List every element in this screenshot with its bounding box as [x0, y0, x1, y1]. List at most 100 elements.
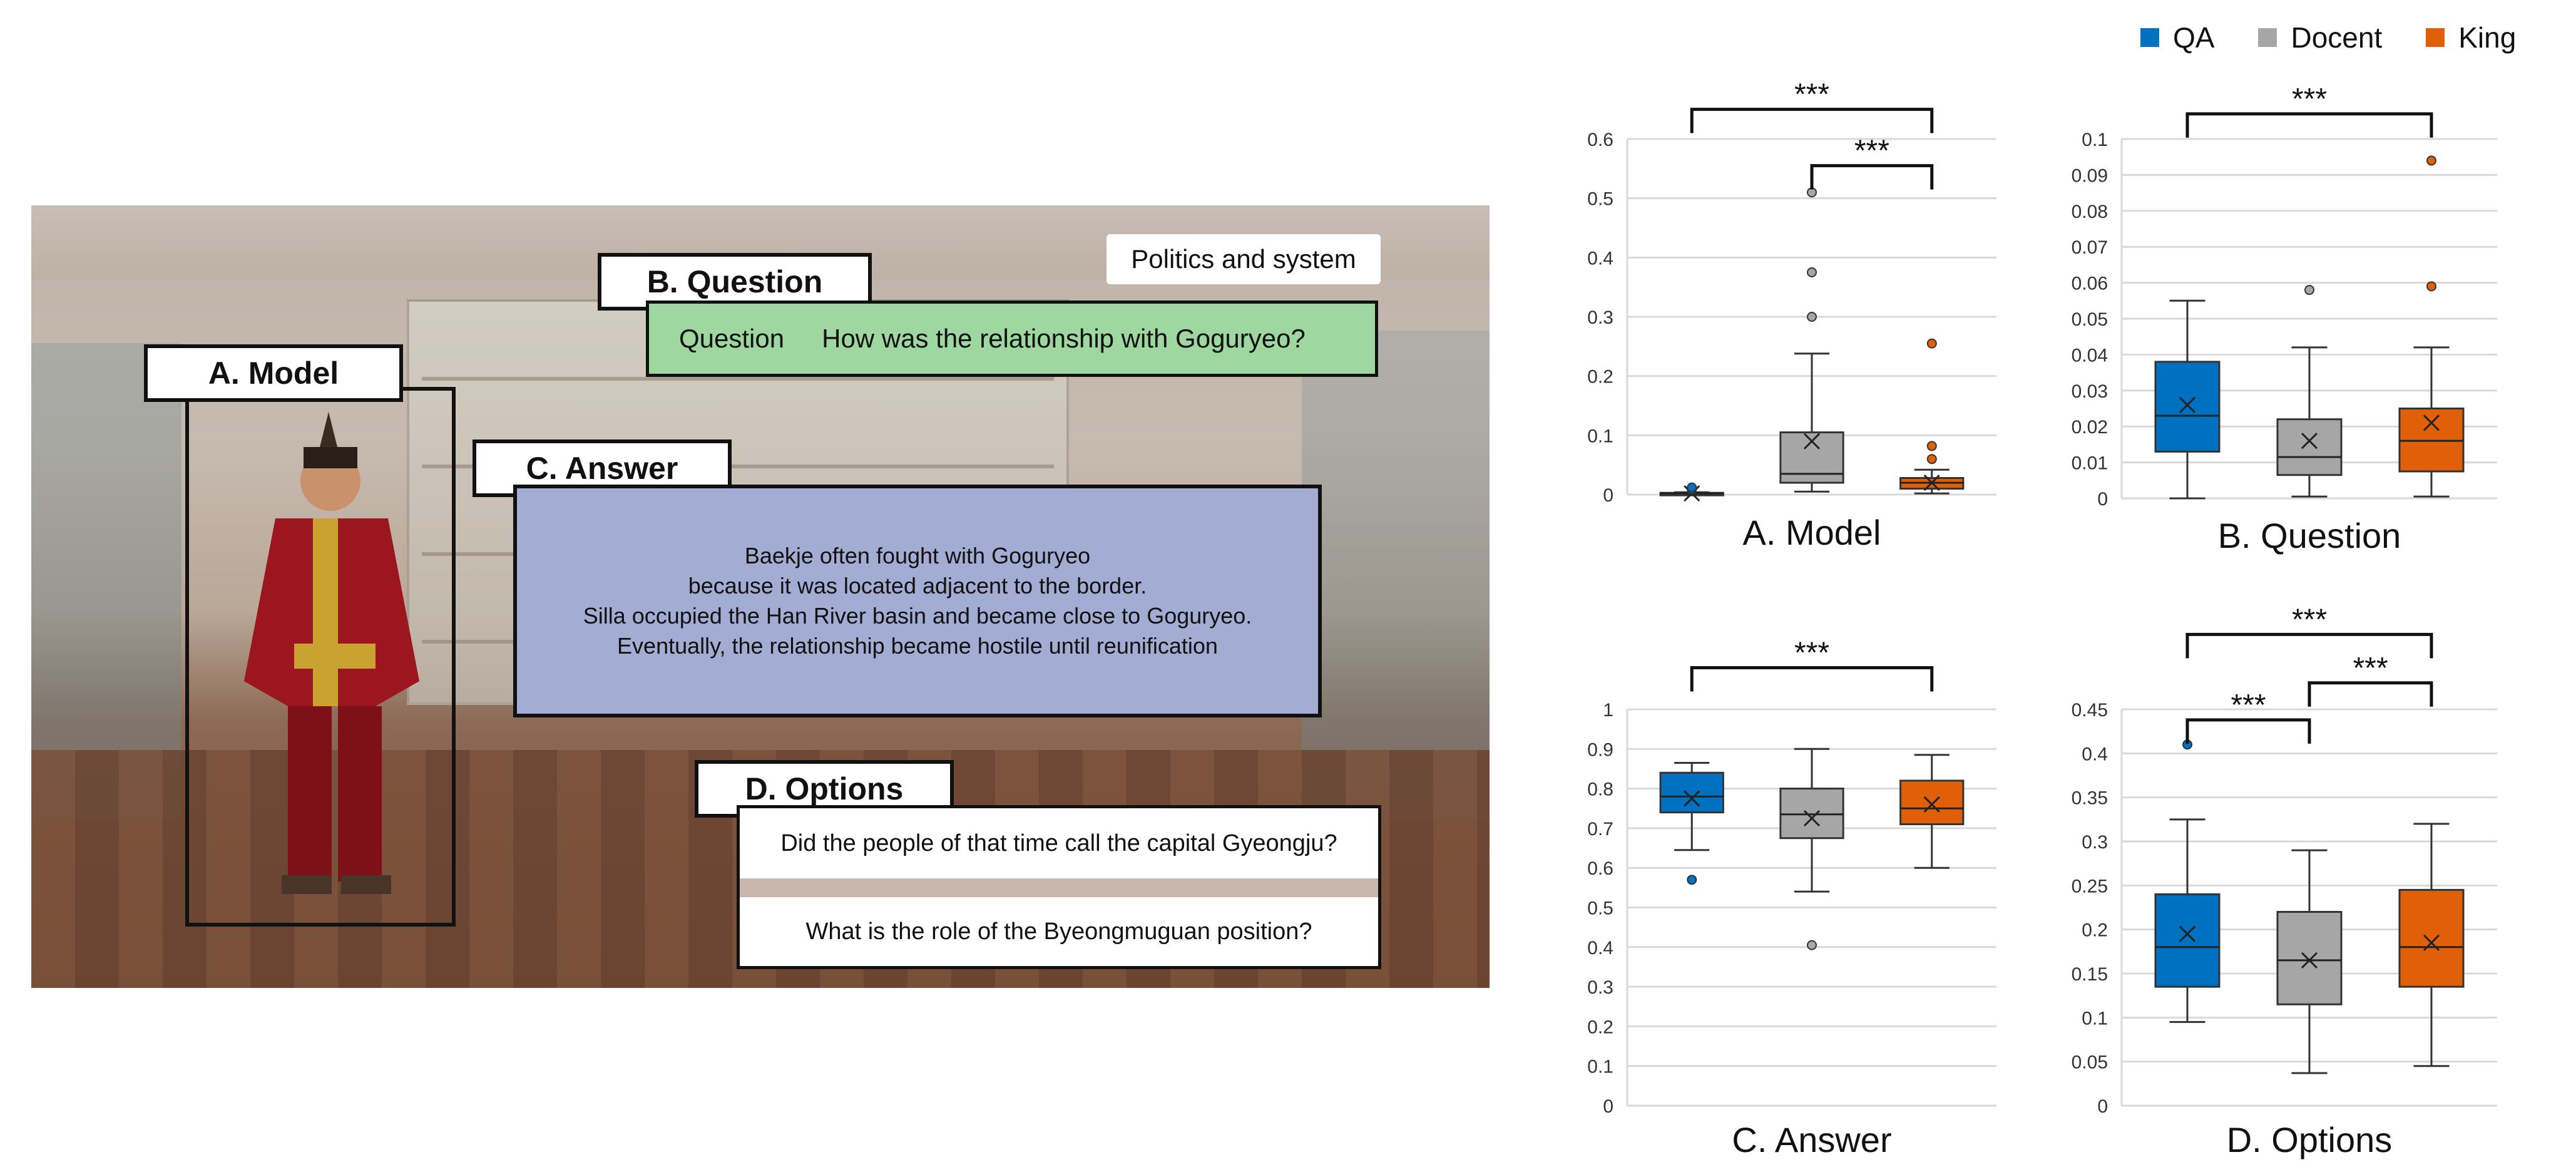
- y-tick-label: 0.25: [2072, 876, 2108, 897]
- outlier-point: [1926, 441, 1937, 451]
- box-docent: [1779, 431, 1844, 484]
- significance-label: ***: [2353, 652, 2388, 685]
- option-item[interactable]: What is the role of the Byeongmuguan pos…: [740, 897, 1378, 966]
- box-qa: [2154, 361, 2221, 453]
- significance-label: ***: [2231, 689, 2266, 722]
- question-bar[interactable]: Question How was the relationship with G…: [646, 301, 1378, 377]
- y-tick-label: 0.05: [2072, 309, 2108, 330]
- significance-bracket: [1690, 108, 1934, 133]
- museum-scene: A. Model Politics and system B. Question…: [31, 205, 1490, 988]
- y-tick-label: 0.7: [1587, 819, 1613, 840]
- box-king: [2398, 888, 2465, 988]
- legend-item-qa: QA: [2140, 21, 2214, 54]
- display-case-right: [1302, 331, 1490, 819]
- significance-bracket: [1690, 666, 1934, 692]
- outlier-point: [1926, 338, 1937, 349]
- box-qa: [2154, 893, 2221, 988]
- y-tick-label: 0.6: [1587, 858, 1613, 879]
- king-leg-left: [288, 706, 332, 882]
- outlier-point: [1807, 940, 1817, 950]
- answer-line: because it was located adjacent to the b…: [688, 573, 1147, 599]
- y-tick-label: 0.03: [2072, 381, 2108, 402]
- question-prefix: Question: [679, 324, 785, 353]
- significance-bracket: [2185, 112, 2433, 138]
- significance-bracket: [2185, 632, 2433, 659]
- y-tick-label: 0.1: [1587, 1057, 1613, 1077]
- y-tick-label: 0: [1603, 485, 1613, 506]
- mean-marker: [1923, 475, 1940, 491]
- significance-label: ***: [1854, 135, 1889, 168]
- significance-bracket: [1810, 164, 1934, 190]
- mean-marker: [1684, 790, 1700, 807]
- king-avatar: [244, 412, 419, 894]
- y-tick-label: 0.01: [2072, 453, 2108, 474]
- significance-label: ***: [2292, 83, 2327, 116]
- outlier-point: [1807, 312, 1817, 322]
- y-tick-label: 0.5: [1587, 898, 1613, 919]
- legend-item-docent: Docent: [2258, 21, 2382, 54]
- y-tick-label: 0.04: [2072, 345, 2108, 366]
- box-qa: [1659, 771, 1724, 814]
- y-tick-label: 0.4: [1587, 938, 1613, 959]
- outlier-point: [1687, 482, 1697, 493]
- y-tick-label: 0.1: [1587, 426, 1613, 446]
- king-leg-right: [338, 706, 382, 882]
- king-shoe-left: [282, 875, 332, 894]
- question-text: How was the relationship with Goguryeo?: [822, 324, 1306, 353]
- legend-swatch: [2426, 28, 2445, 47]
- y-tick-label: 0.1: [2082, 130, 2108, 150]
- y-tick-label: 0.8: [1587, 779, 1613, 800]
- mean-marker: [2423, 414, 2440, 431]
- topic-tag[interactable]: Politics and system: [1107, 234, 1381, 284]
- box-docent: [1779, 788, 1844, 840]
- outlier-point: [2304, 285, 2314, 296]
- y-tick-label: 0.3: [1587, 977, 1613, 998]
- answer-line: Silla occupied the Han River basin and b…: [583, 603, 1252, 629]
- significance-label: ***: [1794, 78, 1829, 111]
- box-docent: [2276, 418, 2343, 476]
- mean-marker: [2179, 925, 2196, 942]
- y-tick-label: 0.3: [2082, 832, 2108, 853]
- legend-item-king: King: [2426, 21, 2516, 54]
- legend-label: QA: [2173, 21, 2215, 54]
- y-tick-label: 0.06: [2072, 274, 2108, 294]
- y-tick-label: 0.05: [2072, 1052, 2108, 1073]
- king-shoe-right: [341, 875, 391, 894]
- y-tick-label: 0.3: [1587, 307, 1613, 328]
- legend-label: King: [2458, 21, 2517, 54]
- option-item[interactable]: Did the people of that time call the cap…: [740, 808, 1378, 878]
- significance-bracket: [2185, 718, 2311, 744]
- outlier-point: [1687, 875, 1697, 885]
- answer-box: Baekje often fought with Goguryeo becaus…: [513, 485, 1322, 717]
- mean-marker: [2423, 934, 2440, 951]
- y-tick-label: 0.09: [2072, 165, 2108, 186]
- y-tick-label: 0.35: [2072, 788, 2108, 809]
- options-box: Did the people of that time call the cap…: [737, 805, 1381, 969]
- y-tick-label: 0.45: [2072, 700, 2108, 721]
- y-tick-label: 0.2: [1587, 1017, 1613, 1037]
- mean-marker: [1923, 796, 1940, 813]
- mean-marker: [2301, 433, 2318, 450]
- significance-bracket: [2308, 681, 2433, 707]
- y-tick-label: 0.2: [2082, 920, 2108, 941]
- y-tick-label: 0.1: [2082, 1008, 2108, 1029]
- mean-marker: [2179, 396, 2196, 413]
- significance-label: ***: [2292, 603, 2327, 636]
- chart-title: C. Answer: [1732, 1120, 1891, 1159]
- king-trim: [313, 518, 338, 706]
- chart-legend: QA Docent King: [2140, 18, 2516, 58]
- legend-swatch: [2258, 28, 2277, 47]
- option-divider: [740, 878, 1378, 897]
- king-hat: [304, 447, 357, 468]
- y-tick-label: 0.9: [1587, 739, 1613, 760]
- answer-line: Eventually, the relationship became host…: [617, 633, 1218, 659]
- y-tick-label: 0.07: [2072, 237, 2108, 258]
- y-tick-label: 0.6: [1587, 130, 1613, 150]
- chart-title: B. Question: [2218, 516, 2401, 555]
- y-tick-label: 1: [1603, 700, 1613, 721]
- box-docent: [2276, 911, 2343, 1005]
- outlier-point: [1807, 267, 1817, 277]
- model-label: A. Model: [144, 344, 403, 402]
- y-tick-label: 0.15: [2072, 964, 2108, 985]
